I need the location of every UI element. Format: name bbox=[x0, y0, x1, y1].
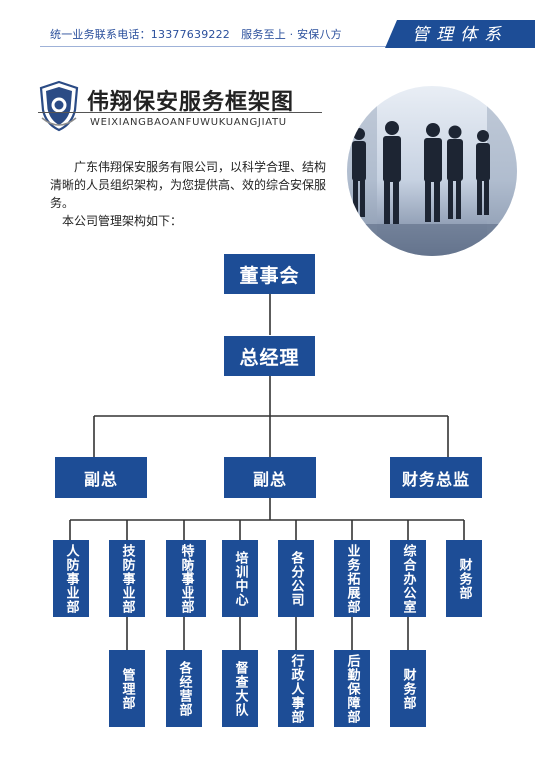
department-node: 特防事业部 bbox=[166, 540, 206, 617]
department-node: 业务拓展部 bbox=[334, 540, 370, 617]
general-manager-node: 总经理 bbox=[224, 336, 315, 376]
department-node: 财务部 bbox=[446, 540, 482, 617]
sub-department-node: 行政人事部 bbox=[278, 650, 314, 727]
security-shield-badge-icon bbox=[39, 80, 79, 132]
sub-department-node: 财务部 bbox=[390, 650, 426, 727]
vice-president-node: 副总 bbox=[224, 457, 316, 498]
contact-line: 统一业务联系电话：13377639222 服务至上 · 安保八方 bbox=[50, 28, 342, 41]
special-unit-note: (贴身护卫) bbox=[185, 552, 194, 602]
header-bar: 统一业务联系电话：13377639222 服务至上 · 安保八方 管理体系 bbox=[0, 0, 554, 50]
section-tab-label: 管理体系 bbox=[412, 25, 508, 45]
department-node: 人防事业部 bbox=[53, 540, 89, 617]
title-underline bbox=[38, 112, 322, 113]
vice-president-node: 副总 bbox=[55, 457, 147, 498]
sub-department-node: 管理部 bbox=[109, 650, 145, 727]
intro-paragraph: 广东伟翔保安服务有限公司，以科学合理、结构清晰的人员组织架构，为您提供高、效的综… bbox=[50, 160, 327, 210]
page-title: 伟翔保安服务框架图 bbox=[87, 90, 295, 115]
sub-department-node: 后勤保障部 bbox=[334, 650, 370, 727]
sub-department-node: 各经营部 bbox=[166, 650, 202, 727]
finance-director-node: 财务总监 bbox=[390, 457, 482, 498]
sub-department-node: 督查大队 bbox=[222, 650, 258, 727]
intro-lead: 本公司管理架构如下： bbox=[62, 214, 183, 228]
page-subtitle: WEIXIANGBAOANFUWUKUANGJIATU bbox=[90, 117, 287, 128]
header-divider bbox=[40, 46, 400, 47]
board-node: 董事会 bbox=[224, 254, 315, 294]
department-node: 培训中心 bbox=[222, 540, 258, 617]
department-node: 各分公司 bbox=[278, 540, 314, 617]
section-tab bbox=[385, 20, 535, 48]
department-node: 技防事业部 bbox=[109, 540, 145, 617]
department-node: 综合办公室 bbox=[390, 540, 426, 617]
